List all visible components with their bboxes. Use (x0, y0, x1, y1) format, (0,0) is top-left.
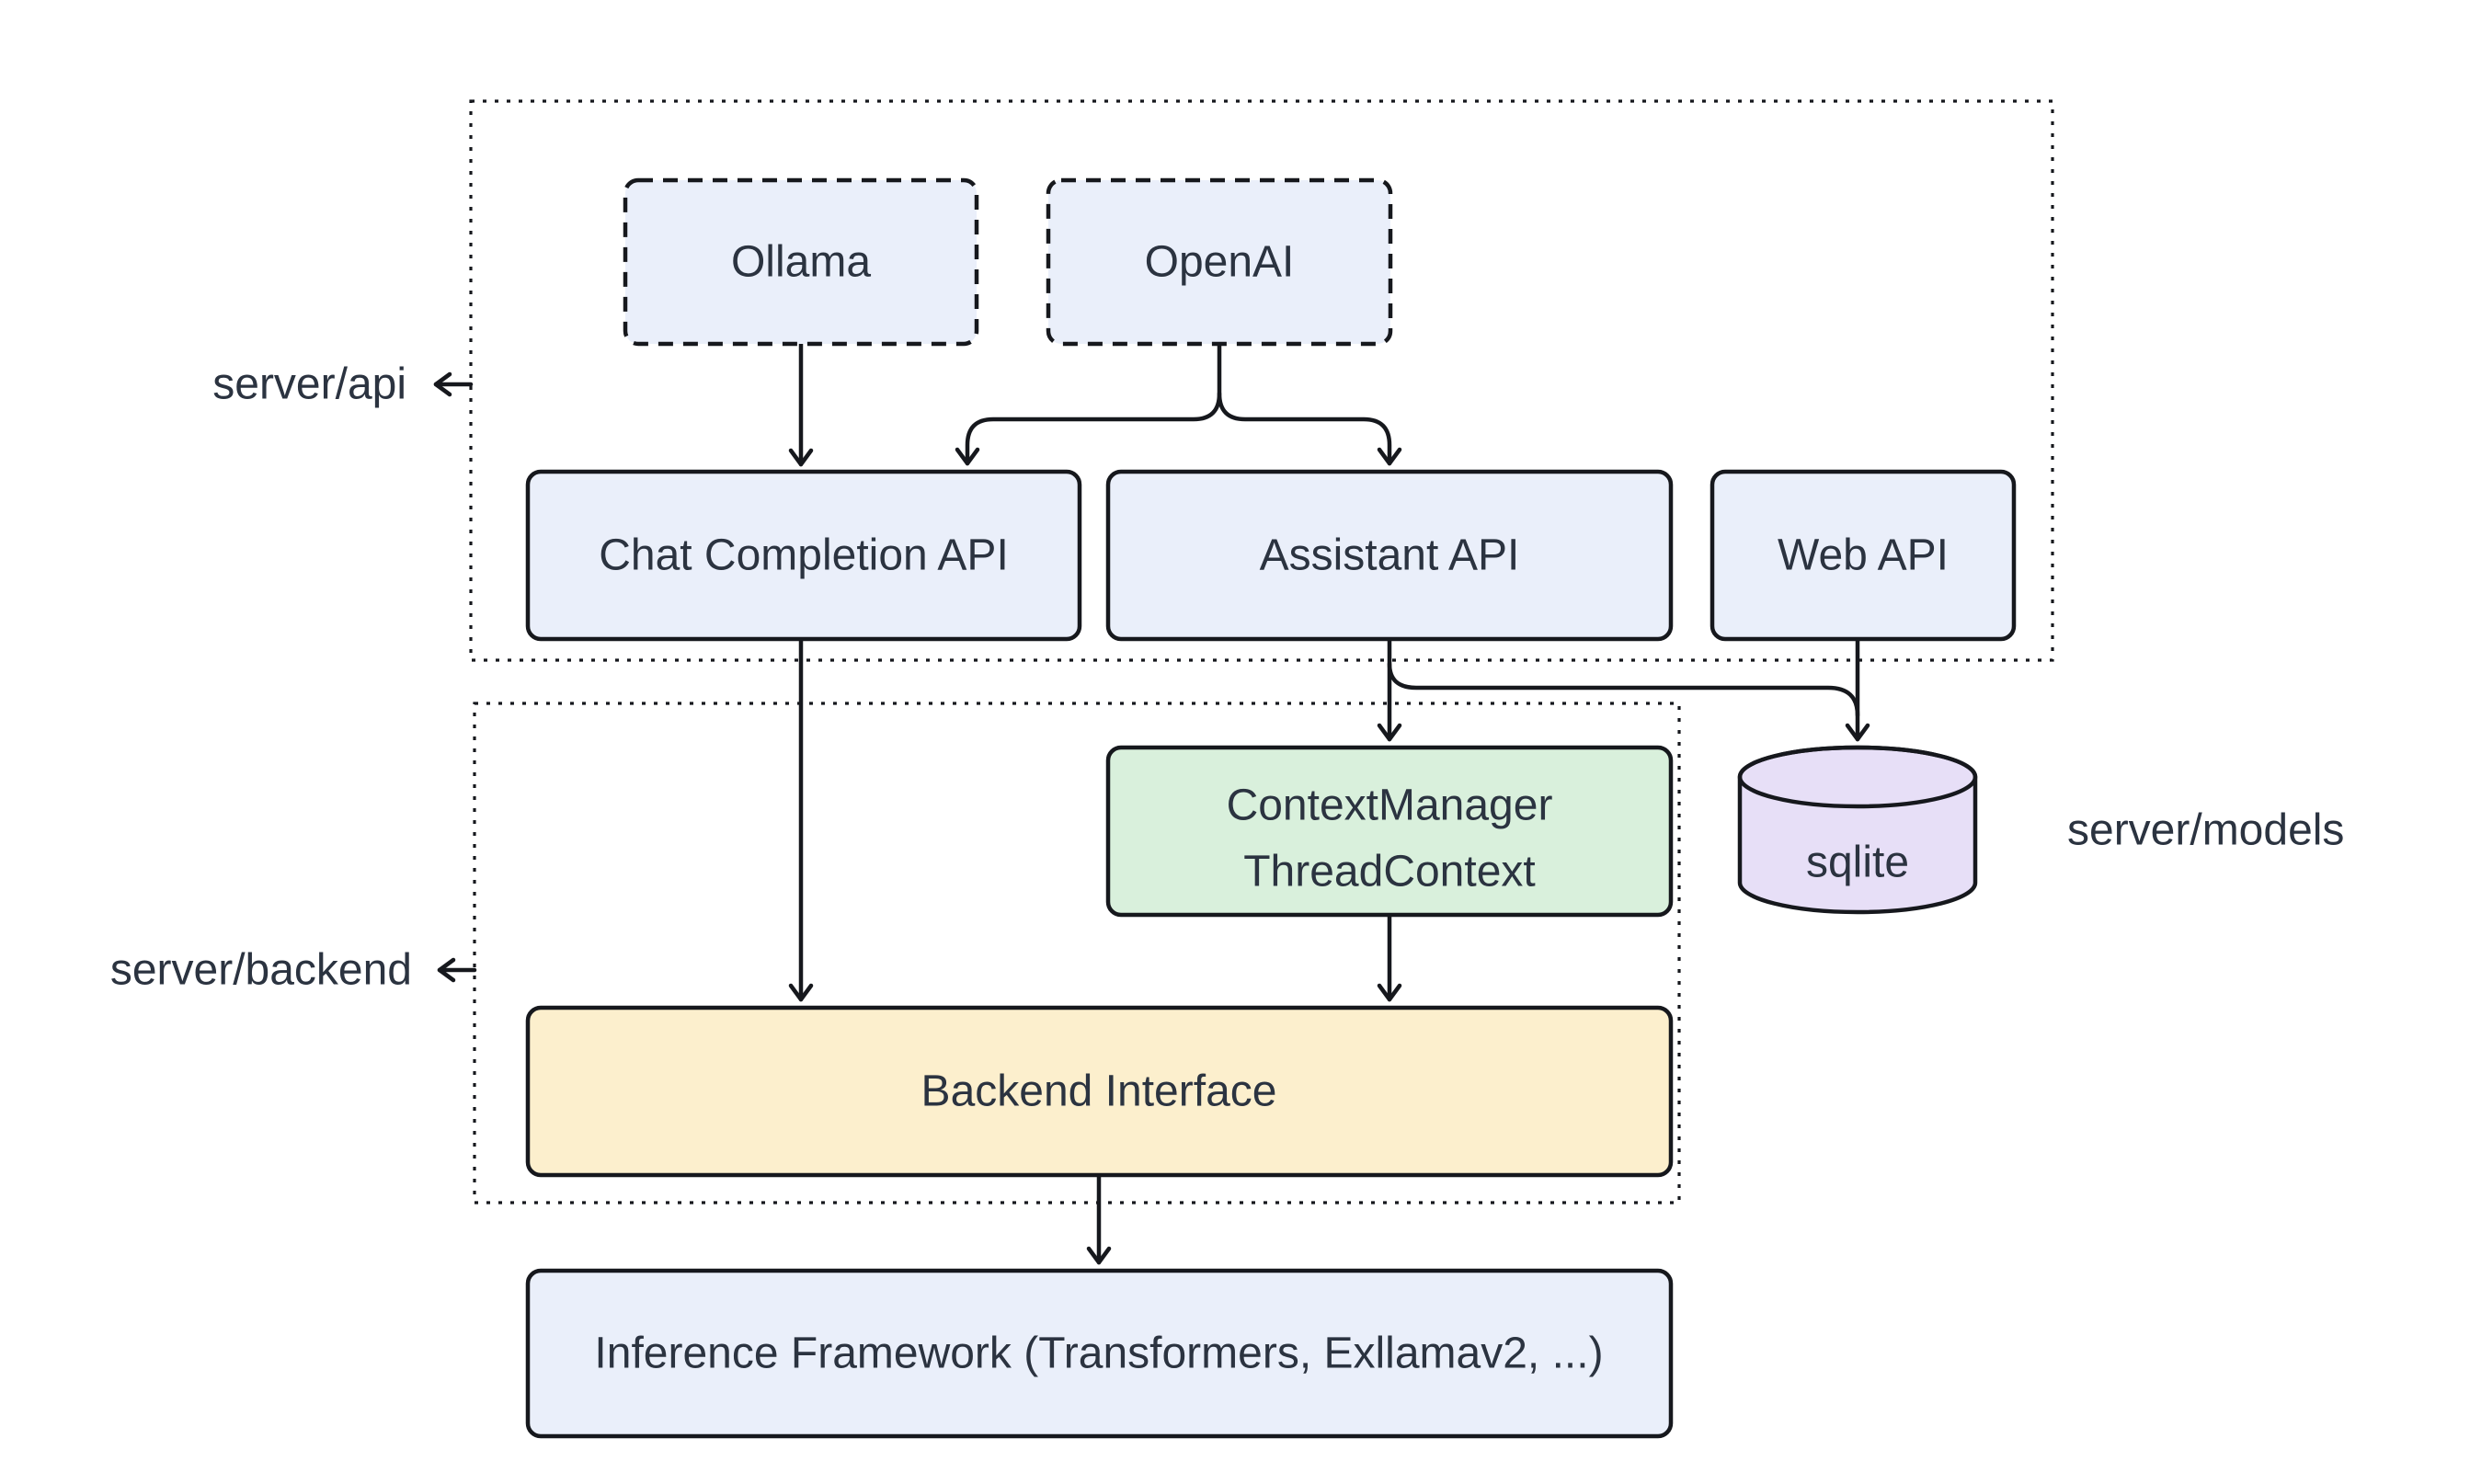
sqlite-cylinder-body (1737, 745, 1978, 915)
openai-node-box (1046, 177, 1393, 347)
backend-interface-node: Backend Interface (525, 1005, 1674, 1178)
openai-node-label: OpenAI (1145, 238, 1295, 287)
ollama-node-label: Ollama (731, 238, 871, 287)
chat-completion-api-node-label: Chat Completion API (599, 531, 1009, 580)
inference-framework-node-label: Inference Framework (Transformers, Exlla… (594, 1330, 1603, 1378)
sqlite-database-node: sqlite (1737, 745, 1978, 915)
server-backend-group-label: server/backend (110, 946, 412, 995)
assistant-api-node-label: Assistant API (1260, 531, 1520, 580)
server-api-group-label: server/api (212, 360, 406, 409)
sqlite-cylinder-top-rim (1737, 745, 1978, 809)
context-manager-node: ContextManager ThreadContext (1105, 745, 1674, 918)
assistant-api-node-box (1105, 469, 1674, 642)
context-manager-node-label-line2: ThreadContext (1243, 848, 1536, 896)
web-api-node-box (1710, 469, 2017, 642)
backend-interface-node-box (525, 1005, 1674, 1178)
server-backend-group-border (473, 702, 1681, 1204)
context-manager-node-label-line1: ContextManager (1227, 782, 1553, 830)
inference-framework-node-box (525, 1268, 1674, 1439)
edge-openai-to-assistant (1217, 391, 1402, 466)
web-api-node: Web API (1710, 469, 2017, 642)
ollama-node-box (623, 177, 979, 347)
ollama-node: Ollama (623, 177, 979, 347)
backend-interface-node-label: Backend Interface (921, 1067, 1277, 1116)
server-models-group-label: server/models (2067, 806, 2344, 855)
chat-completion-api-node-box (525, 469, 1082, 642)
web-api-node-label: Web API (1778, 531, 1949, 580)
chat-completion-api-node: Chat Completion API (525, 469, 1082, 642)
context-manager-node-box (1105, 745, 1674, 918)
openai-node: OpenAI (1046, 177, 1393, 347)
sqlite-node-label: sqlite (1806, 839, 1909, 887)
server-api-group-border (469, 99, 2054, 662)
edge-assistant-to-sqlite-branch (1387, 661, 1860, 718)
inference-framework-node: Inference Framework (Transformers, Exlla… (525, 1268, 1674, 1439)
edge-openai-to-chat-completion (955, 341, 1222, 466)
assistant-api-node: Assistant API (1105, 469, 1674, 642)
